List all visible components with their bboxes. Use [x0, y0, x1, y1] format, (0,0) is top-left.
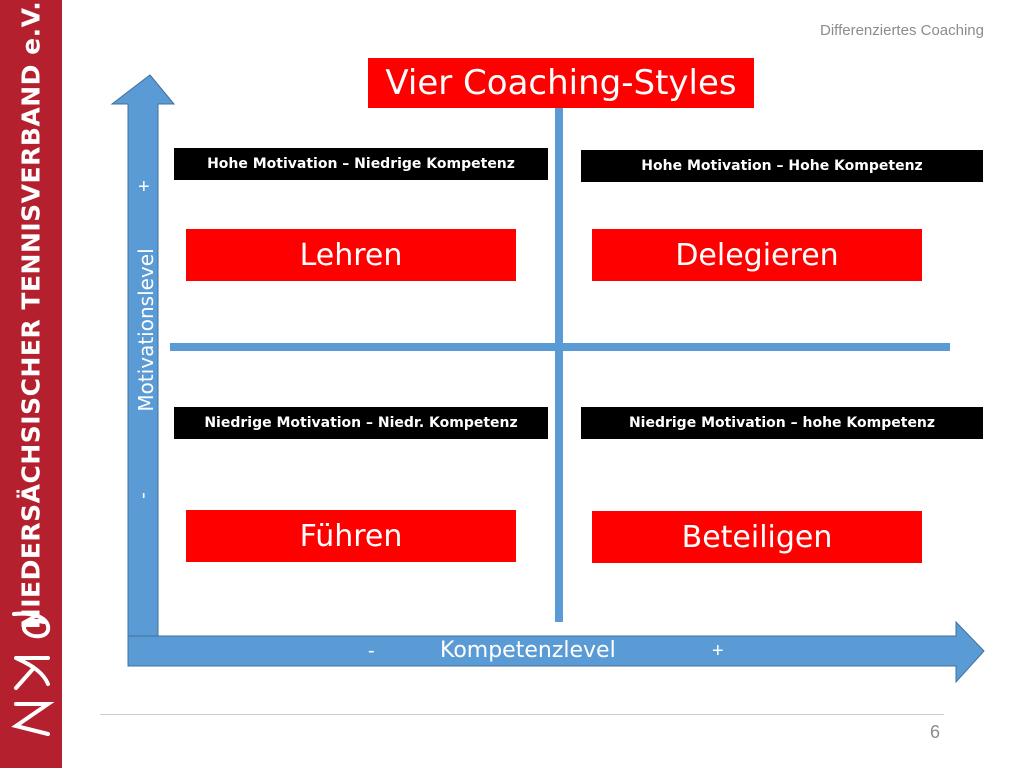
style-delegieren: Delegieren: [592, 229, 922, 281]
ntv-logo-icon: [11, 611, 55, 736]
y-axis-label: Motivationslevel: [134, 248, 158, 412]
page-number: 6: [930, 722, 941, 742]
condition-top-left: Hohe Motivation – Niedrige Kompetenz: [174, 148, 548, 180]
condition-top-right: Hohe Motivation – Hohe Kompetenz: [581, 150, 983, 182]
sidebar: NIEDERSÄCHSISCHER TENNISVERBAND e.V.: [0, 0, 62, 768]
x-axis-label: Kompetenzlevel: [440, 638, 616, 663]
style-beteiligen: Beteiligen: [592, 511, 922, 563]
condition-bottom-left: Niedrige Motivation – Niedr. Kompetenz: [174, 407, 548, 439]
style-fuehren: Führen: [186, 510, 516, 562]
vertical-divider: [555, 106, 563, 622]
style-lehren: Lehren: [186, 229, 516, 281]
slide-subtitle: Differenziertes Coaching: [820, 22, 984, 39]
x-axis-minus: -: [368, 640, 375, 662]
x-axis-plus: +: [712, 640, 724, 662]
horizontal-divider: [170, 343, 950, 351]
y-axis-plus: +: [138, 176, 150, 198]
x-axis-arrow: [127, 620, 985, 684]
condition-bottom-right: Niedrige Motivation – hohe Kompetenz: [581, 407, 983, 439]
y-axis-arrow: [110, 74, 176, 637]
footer-divider: [100, 714, 944, 715]
diagram-title: Vier Coaching-Styles: [368, 58, 754, 108]
y-axis-minus: -: [131, 492, 154, 499]
